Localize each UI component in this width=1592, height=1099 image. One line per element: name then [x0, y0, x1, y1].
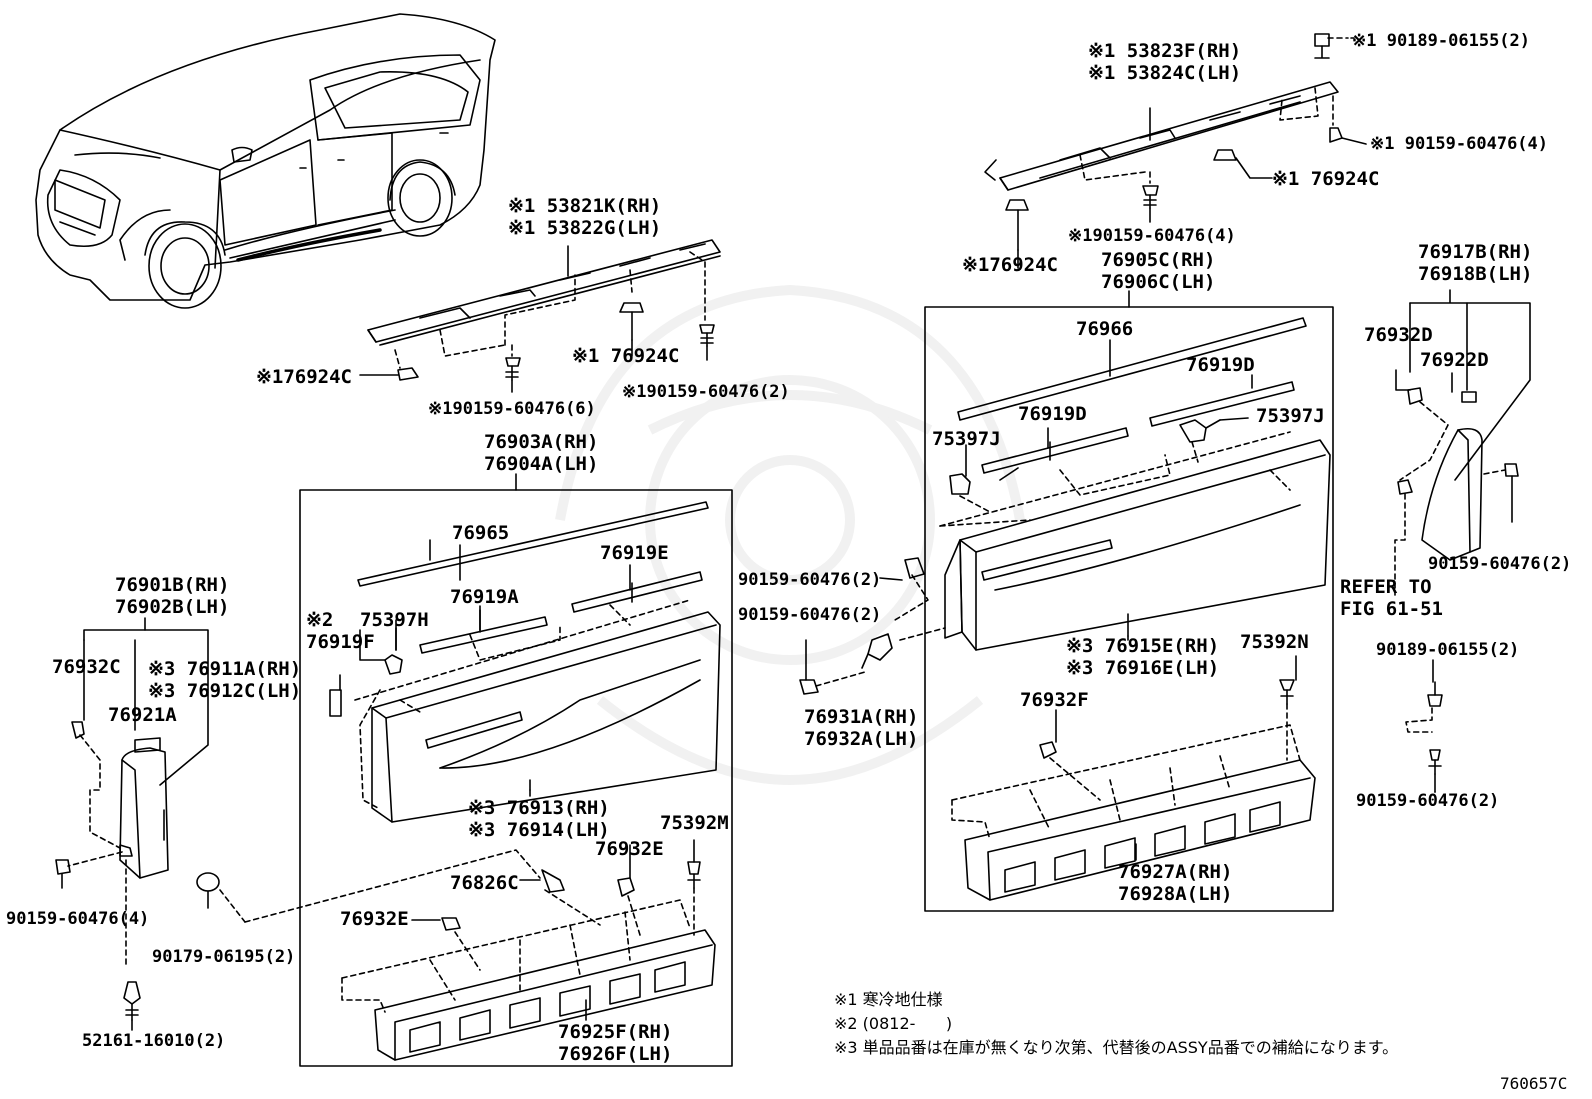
part-label-75392M: 75392M: [660, 812, 729, 834]
part-label-76919A: 76919A: [450, 586, 519, 608]
part-label-76915E: ※3 76915E(RH)※3 76916E(LH): [1066, 635, 1220, 679]
part-label-76903A: 76903A(RH)76904A(LH): [484, 431, 599, 475]
part-label-76905C: 76905C(RH)76906C(LH): [1101, 249, 1216, 293]
part-label-90159-60476-d: ※190159-60476(2): [622, 382, 790, 402]
part-label-76924C-a: ※1 76924C: [1272, 168, 1380, 190]
rocker-upper-front: [359, 239, 721, 393]
part-label-90189-06155-b: 90189-06155(2): [1376, 640, 1520, 660]
part-label-90159-60476-h: 90159-60476(2): [1428, 554, 1572, 574]
part-label-76925F: 76925F(RH)76926F(LH): [558, 1021, 673, 1065]
part-label-76932C: 76932C: [52, 656, 121, 678]
part-label-75397J-a: 75397J: [932, 428, 1001, 450]
part-label-76921A: 76921A: [108, 704, 177, 726]
front-lower-garnish: [244, 849, 716, 1061]
note-1: ※1 寒冷地仕様: [834, 990, 943, 1009]
part-label-76927A: 76927A(RH)76928A(LH): [1118, 861, 1233, 905]
part-label-76932E-b: 76932E: [595, 838, 664, 860]
part-label-52161-16010: 52161-16010(2): [82, 1031, 226, 1051]
part-label-76919D-b: 76919D: [1018, 403, 1087, 425]
part-label-90159-60476-g: 90159-60476(2): [738, 605, 882, 625]
note-2: ※2 (0812- ): [834, 1014, 953, 1033]
rocker-upper-rear: [984, 33, 1367, 251]
center-bracket: [799, 557, 946, 695]
part-label-75392N: 75392N: [1240, 631, 1309, 653]
part-label-76922D: 76922D: [1420, 349, 1489, 371]
part-label-76913: ※3 76913(RH)※3 76914(LH): [468, 797, 610, 841]
part-label-90179-06195: 90179-06195(2): [152, 947, 296, 967]
part-label-90159-60476-c: ※190159-60476(6): [428, 399, 596, 419]
rear-lower-garnish: [951, 679, 1316, 901]
part-label-75397J-b: 75397J: [1256, 405, 1325, 427]
rear-pillar-garnish: [1394, 289, 1531, 793]
part-label-90159-60476-i: 90159-60476(2): [1356, 791, 1500, 811]
part-label-76924C-b: ※176924C: [962, 254, 1058, 276]
part-label-76924C-c: ※1 76924C: [572, 345, 680, 367]
front-pillar-garnish: [55, 617, 209, 1031]
part-label-76932F: 76932F: [1020, 689, 1089, 711]
part-label-76826C: 76826C: [450, 872, 519, 894]
part-label-76924C-d: ※176924C: [256, 366, 352, 388]
part-label-90159-60476-e: 90159-60476(4): [6, 909, 150, 929]
part-label-75397H: 75397H: [360, 609, 429, 631]
part-label-76965: 76965: [452, 522, 510, 544]
part-label-53823F: ※1 53823F(RH)※1 53824C(LH): [1088, 40, 1242, 84]
part-label-76966: 76966: [1076, 318, 1134, 340]
part-label-90159-60476-f: 90159-60476(2): [738, 570, 882, 590]
part-label-76932E-a: 76932E: [340, 908, 409, 930]
part-label-76931A: 76931A(RH)76932A(LH): [804, 706, 919, 750]
figure-number: 760657C: [1500, 1074, 1568, 1093]
rear-door-moulding: [939, 317, 1331, 651]
part-label-76901B: 76901B(RH)76902B(LH): [115, 574, 230, 618]
note-3: ※3 単品品番は在庫が無くなり次第、代替後のASSY品番での補給になります。: [834, 1038, 1399, 1057]
part-label-76919E: 76919E: [600, 542, 669, 564]
part-label-90189-06155: ※1 90189-06155(2): [1352, 31, 1531, 51]
part-label-76932D: 76932D: [1364, 324, 1433, 346]
vehicle-illustration: [35, 13, 496, 309]
part-label-76911A: ※3 76911A(RH)※3 76912C(LH): [148, 658, 302, 702]
part-label-90159-60476-a: ※1 90159-60476(4): [1370, 134, 1549, 154]
part-label-53821K: ※1 53821K(RH)※1 53822G(LH): [508, 195, 662, 239]
part-label-90159-60476-b: ※190159-60476(4): [1068, 226, 1236, 246]
part-label-76919D-a: 76919D: [1186, 354, 1255, 376]
leader-lines: [163, 37, 1453, 1021]
part-label-76917B: 76917B(RH)76918B(LH): [1418, 241, 1533, 285]
